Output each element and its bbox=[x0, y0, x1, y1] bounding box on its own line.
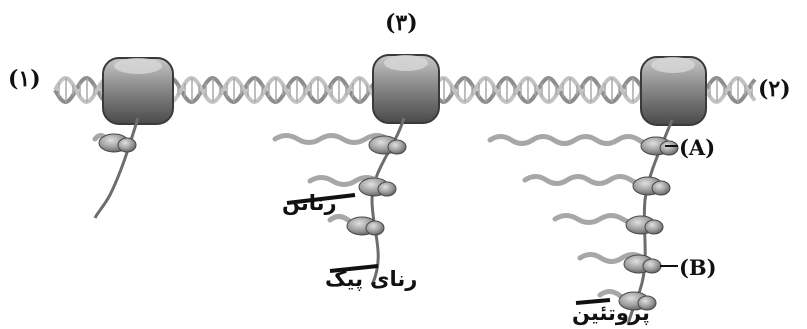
rna-polymerase-3 bbox=[373, 55, 439, 123]
ribosome bbox=[99, 134, 136, 152]
rna-polymerase-1 bbox=[103, 58, 173, 124]
ribosome bbox=[624, 255, 661, 273]
ribosome bbox=[633, 177, 670, 195]
peptide-chain bbox=[525, 177, 652, 184]
label-protein: پروتئین bbox=[572, 301, 650, 325]
ribosome bbox=[347, 217, 384, 235]
ribosome bbox=[369, 136, 406, 154]
ribosome bbox=[359, 178, 396, 196]
peptide-chain bbox=[490, 137, 660, 144]
label-mrna: رنای پیک bbox=[325, 267, 417, 291]
label-ribosome: رناتن bbox=[282, 191, 337, 215]
label-A: (A) bbox=[679, 135, 715, 160]
label-B: (B) bbox=[679, 255, 717, 280]
rna-polymerase-2 bbox=[641, 57, 706, 125]
ribosome bbox=[626, 216, 663, 234]
label-site-3: (۳) bbox=[385, 10, 418, 36]
label-site-1: (۱) bbox=[8, 66, 41, 92]
label-site-2: (۲) bbox=[758, 76, 791, 102]
mrna-strand-1 bbox=[95, 118, 138, 218]
